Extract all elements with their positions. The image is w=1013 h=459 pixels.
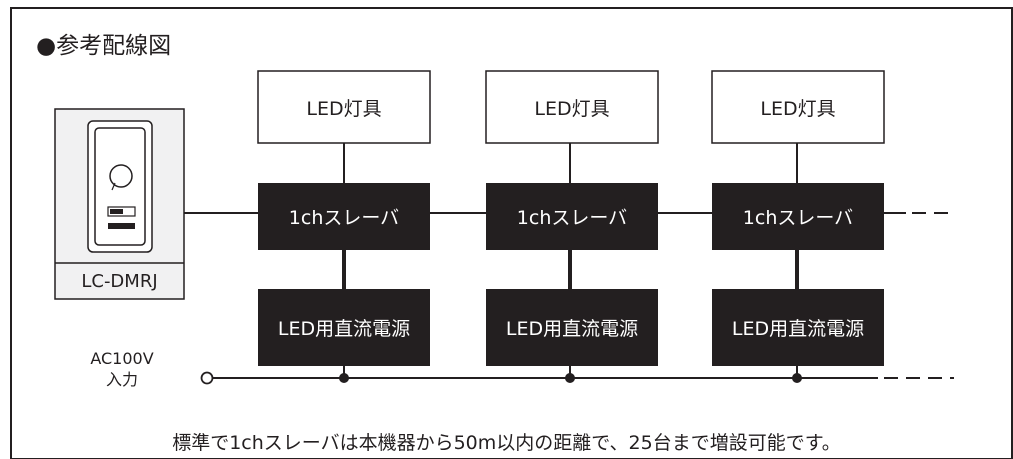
slave-unit-label: 1chスレーバ: [288, 207, 400, 229]
ac-input-label: 入力: [105, 370, 138, 389]
led-fixture-box: [485, 70, 659, 144]
slave-unit-label: 1chスレーバ: [742, 207, 854, 229]
dc-power-supply-label: LED用直流電源: [731, 318, 865, 340]
footnote: 標準で1chスレーバは本機器から50m以内の距離で、25台まで増設可能です。: [172, 432, 841, 454]
ac-voltage-label: AC100V: [90, 349, 154, 368]
switch-toggle-icon: [110, 209, 123, 214]
dc-power-supply-box: [486, 289, 658, 366]
led-fixture-label: LED灯具: [760, 97, 836, 120]
slave-unit-box: [258, 183, 430, 250]
diagram-title: ●参考配線図: [36, 33, 172, 59]
led-fixture-label: LED灯具: [534, 97, 610, 120]
slave-unit-box: [712, 183, 884, 250]
led-fixture-box: [257, 70, 431, 144]
slave-unit-label: 1chスレーバ: [516, 207, 628, 229]
dimmer-knob-icon: [109, 164, 133, 188]
diagram-frame: [10, 7, 1013, 459]
device-model-label: LC-DMRJ: [81, 270, 158, 292]
ac-input-terminal-icon: [200, 371, 214, 385]
dc-power-supply-box: [258, 289, 430, 366]
dimmer-pointer-icon: [111, 182, 116, 191]
led-fixture-label: LED灯具: [306, 97, 382, 120]
dc-power-supply-label: LED用直流電源: [277, 318, 411, 340]
slave-unit-box: [486, 183, 658, 250]
led-fixture-box: [711, 70, 885, 144]
dc-power-supply-label: LED用直流電源: [505, 318, 639, 340]
indicator-bar-icon: [108, 223, 135, 229]
dc-power-supply-box: [712, 289, 884, 366]
